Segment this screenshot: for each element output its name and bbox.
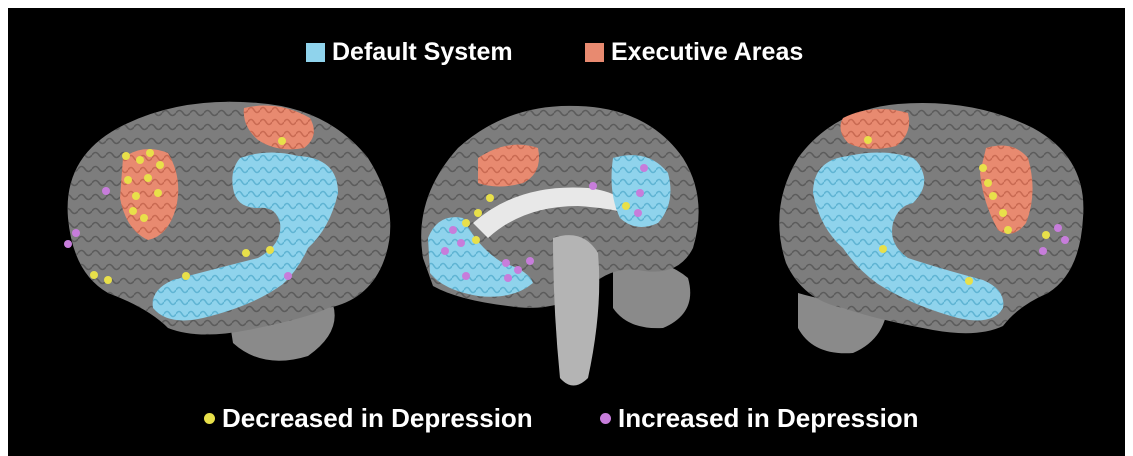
increased-dot [502,259,510,267]
increased-dot [1054,224,1062,232]
decreased-dot [140,214,148,222]
decreased-dot [622,202,630,210]
increased-dot [449,226,457,234]
decreased-dot [989,192,997,200]
left-lateral-brain [68,102,391,361]
decreased-dot [144,174,152,182]
decreased-dot [1042,231,1050,239]
medial-brainstem [553,235,599,385]
increased-dot [72,229,80,237]
decreased-dot [182,272,190,280]
decreased-key-dot [204,413,215,424]
increased-key-dot [600,413,611,424]
increased-dot [284,272,292,280]
decreased-dot [979,164,987,172]
brain-views [8,8,1125,456]
legend-decreased-label: Decreased in Depression [222,403,533,434]
decreased-dot [146,149,154,157]
decreased-dot [104,276,112,284]
increased-dot [589,182,597,190]
decreased-dot [90,271,98,279]
increased-dot [634,209,642,217]
legend-increased-label: Increased in Depression [618,403,919,434]
decreased-dot [879,245,887,253]
decreased-dot [999,209,1007,217]
decreased-dot [474,209,482,217]
decreased-dot [864,136,872,144]
decreased-dot [122,152,130,160]
increased-dot [64,240,72,248]
decreased-dot [266,246,274,254]
increased-dot [504,274,512,282]
decreased-dot [965,277,973,285]
bottom-legend: Decreased in Depression Increased in Dep… [8,403,1125,443]
increased-dot [636,189,644,197]
decreased-dot [1004,226,1012,234]
figure-panel: Default System Executive Areas [8,8,1125,456]
decreased-dot [129,207,137,215]
increased-dot [640,164,648,172]
decreased-dot [156,161,164,169]
increased-dot [514,266,522,274]
increased-dot [1061,236,1069,244]
increased-dot [102,187,110,195]
decreased-dot [462,219,470,227]
decreased-dot [132,192,140,200]
legend-decreased: Decreased in Depression [204,403,533,434]
decreased-dot [242,249,250,257]
increased-dot [526,257,534,265]
decreased-dot [136,156,144,164]
decreased-dot [154,189,162,197]
decreased-dot [486,194,494,202]
decreased-dot [278,137,286,145]
increased-dot [1039,247,1047,255]
legend-increased: Increased in Depression [600,403,919,434]
increased-dot [457,239,465,247]
increased-dot [441,247,449,255]
decreased-dot [124,176,132,184]
decreased-dot [984,179,992,187]
decreased-dot [472,236,480,244]
right-lateral-brain [779,103,1083,353]
increased-dot [462,272,470,280]
